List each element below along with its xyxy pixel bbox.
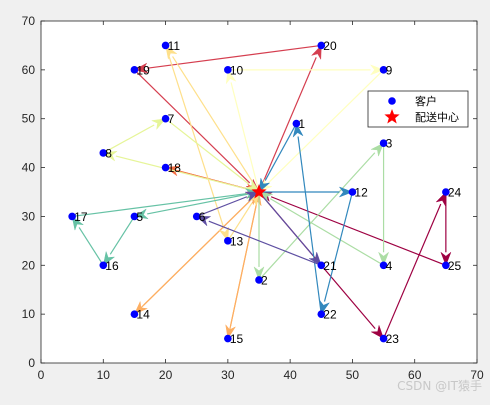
x-tick-label: 10	[97, 368, 111, 382]
customer-label: 24	[448, 186, 462, 200]
customer-label: 18	[168, 161, 182, 175]
customer-label: 23	[386, 332, 400, 346]
customer-label: 3	[386, 137, 393, 151]
y-tick-label: 20	[22, 258, 36, 272]
x-tick-label: 20	[159, 368, 173, 382]
customer-label: 12	[354, 186, 368, 200]
y-tick-label: 30	[22, 209, 36, 223]
y-tick-label: 0	[28, 356, 35, 370]
customer-label: 5	[136, 210, 143, 224]
y-tick-label: 10	[22, 307, 36, 321]
customer-label: 19	[136, 63, 150, 77]
legend-label-depot: 配送中心	[415, 110, 459, 124]
customer-label: 20	[323, 39, 337, 53]
y-tick-label: 40	[22, 161, 36, 175]
x-tick-label: 50	[346, 368, 360, 382]
customer-label: 11	[168, 39, 181, 53]
x-tick-label: 40	[283, 368, 297, 382]
customer-label: 2	[261, 273, 268, 287]
customer-label: 1	[298, 117, 305, 131]
customer-label: 9	[386, 63, 393, 77]
customer-label: 4	[386, 259, 393, 273]
x-tick-label: 30	[221, 368, 235, 382]
x-tick-label: 0	[38, 368, 45, 382]
customer-label: 16	[105, 259, 119, 273]
legend-marker-customer	[388, 97, 396, 105]
customer-label: 8	[105, 146, 112, 160]
customer-label: 10	[230, 63, 244, 77]
customer-label: 7	[168, 112, 175, 126]
customer-label: 17	[74, 210, 88, 224]
customer-label: 6	[199, 210, 206, 224]
legend-label-customer: 客户	[415, 94, 437, 108]
customer-label: 22	[323, 308, 337, 322]
y-tick-label: 70	[22, 14, 36, 28]
y-tick-label: 50	[22, 112, 36, 126]
customer-label: 14	[136, 308, 150, 322]
customer-label: 25	[448, 259, 462, 273]
watermark: CSDN @IT猿手	[397, 377, 482, 394]
customer-label: 21	[323, 259, 337, 273]
customer-label: 13	[230, 234, 244, 248]
y-tick-label: 60	[22, 63, 36, 77]
customer-label: 15	[230, 332, 244, 346]
